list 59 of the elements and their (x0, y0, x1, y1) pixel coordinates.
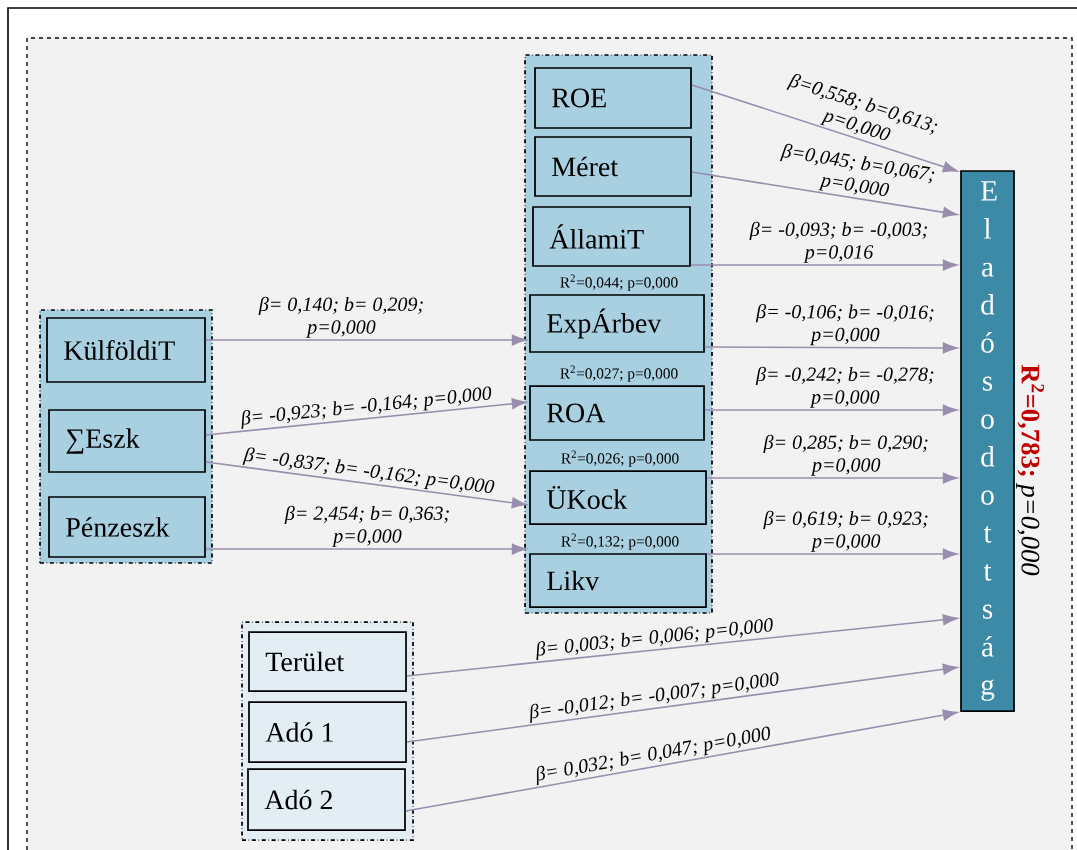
variable-box (48, 409, 206, 473)
edge-label: β= -0,106; b= -0,016; p=0,000 (755, 303, 934, 346)
edge-label: β= -0,093; b= -0,003; p=0,016 (749, 221, 928, 263)
edge-label: β=0,045; b=0,067; p=0,000 (779, 143, 935, 197)
arrow (205, 334, 527, 346)
arrow (706, 548, 958, 560)
arrow (205, 543, 527, 555)
edge-label: β= 0,140; b= 0,209; p=0,000 (258, 296, 423, 338)
edge-label: β= 0,003; b= 0,006; p=0,000 (536, 618, 773, 661)
edge-label: β= 2,454; b= 0,363; p=0,000 (284, 505, 449, 547)
arrow (406, 663, 958, 743)
r-squared-note: R$^{2}$=0,027; p=0,000 (560, 365, 678, 382)
target-box: Eladósodottság (960, 170, 1015, 712)
variable-name: Adó 1 (265, 722, 333, 742)
variable-name: ÜKock (546, 486, 628, 509)
variable-box (247, 768, 406, 831)
variable-name: Pénzeszk (66, 517, 170, 537)
arrow (690, 259, 958, 271)
variable-box (529, 553, 707, 608)
arrow (704, 404, 958, 416)
r-squared-note: R$^{2}$=0,026; p=0,000 (561, 450, 679, 467)
variable-name: ÁllamiT (549, 224, 644, 249)
edge-label: β= -0,242; b= -0,278; p=0,000 (755, 366, 934, 408)
arrow (205, 398, 527, 436)
variable-name: KülföldiT (64, 340, 175, 360)
variable-box (248, 701, 407, 763)
edge-label: β= -0,012; b= -0,007; p=0,000 (530, 672, 779, 723)
variable-box (529, 385, 705, 441)
variable-name: Méret (552, 156, 618, 177)
variable-name: Adó 2 (264, 789, 332, 810)
arrow (691, 171, 958, 218)
r-squared-note: R$^{2}$=0,132; p=0,000 (561, 533, 679, 550)
variable-name: ∑Eszk (66, 428, 140, 454)
edge-label: β= -0,837; b= -0,162; p=0,000 (242, 447, 495, 494)
arrow (406, 614, 958, 677)
arrow (691, 84, 958, 173)
variable-box (534, 136, 692, 197)
r-squared-note: R$^{2}$=0,044; p=0,000 (560, 274, 678, 291)
variable-box (532, 206, 691, 267)
arrow (706, 472, 958, 484)
edge-label: β= 0,285; b= 0,290; p=0,000 (763, 434, 928, 476)
variable-name: ROA (547, 403, 606, 423)
arrow (405, 709, 958, 812)
edge-label: β= 0,619; b= 0,923; p=0,000 (763, 510, 928, 552)
variable-box (48, 496, 206, 558)
variable-name: ExpÁrbev (547, 308, 662, 339)
variable-box (534, 67, 692, 129)
arrow (704, 342, 958, 354)
arrow (205, 461, 527, 509)
edge-label: β= 0,032; b= 0,047; p=0,000 (536, 726, 770, 786)
edge-label: β= -0,923; b= -0,164; p=0,000 (241, 386, 492, 430)
r-squared-note: R$^{2}$=0,783; p=0,000 (1016, 364, 1045, 576)
variable-name: Likv (547, 570, 600, 591)
variable-box (248, 631, 407, 692)
variable-name: Terület (265, 651, 345, 672)
variable-box (529, 294, 705, 353)
variable-box (46, 317, 206, 383)
variable-name: ROE (552, 88, 606, 108)
variable-box (529, 470, 707, 525)
